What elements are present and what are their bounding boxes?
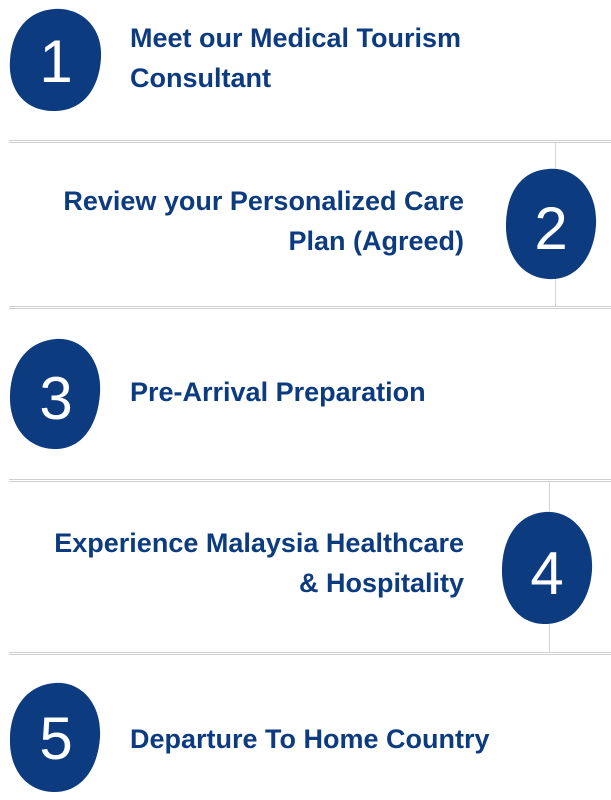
step-title-line: Meet our Medical Tourism: [130, 23, 462, 53]
step-number-badge: 1: [6, 6, 104, 114]
step-title-line: Consultant: [130, 63, 271, 93]
step-number: 4: [530, 540, 563, 607]
step-title-line: Experience Malaysia Healthcare: [54, 528, 464, 558]
step-title: Departure To Home Country: [130, 719, 590, 759]
step-4: 4 Experience Malaysia Healthcare & Hospi…: [0, 482, 611, 652]
step-number: 3: [39, 365, 72, 432]
divider: [9, 306, 611, 309]
step-number-badge: 4: [498, 508, 596, 628]
divider: [9, 652, 611, 655]
step-5: 5 Departure To Home Country: [0, 655, 611, 800]
step-title-line: Plan (Agreed): [288, 226, 464, 256]
step-title: Pre-Arrival Preparation: [130, 372, 570, 412]
step-number-badge: 2: [502, 165, 600, 283]
step-title-line: Pre-Arrival Preparation: [130, 377, 426, 407]
divider: [9, 140, 611, 143]
divider: [9, 479, 611, 482]
step-number: 2: [534, 195, 567, 262]
step-number: 5: [39, 705, 72, 772]
step-title: Experience Malaysia Healthcare & Hospita…: [14, 523, 464, 603]
step-title: Meet our Medical Tourism Consultant: [130, 18, 570, 98]
step-2: 2 Review your Personalized Care Plan (Ag…: [0, 143, 611, 306]
step-3: 3 Pre-Arrival Preparation: [0, 309, 611, 479]
step-title-line: Departure To Home Country: [130, 724, 490, 754]
step-1: 1 Meet our Medical Tourism Consultant: [0, 0, 611, 140]
step-number-badge: 5: [6, 679, 104, 797]
step-number: 1: [39, 28, 72, 95]
step-title: Review your Personalized Care Plan (Agre…: [20, 181, 464, 261]
step-title-line: Review your Personalized Care: [63, 186, 464, 216]
step-title-line: & Hospitality: [298, 568, 464, 598]
step-number-badge: 3: [6, 335, 104, 453]
